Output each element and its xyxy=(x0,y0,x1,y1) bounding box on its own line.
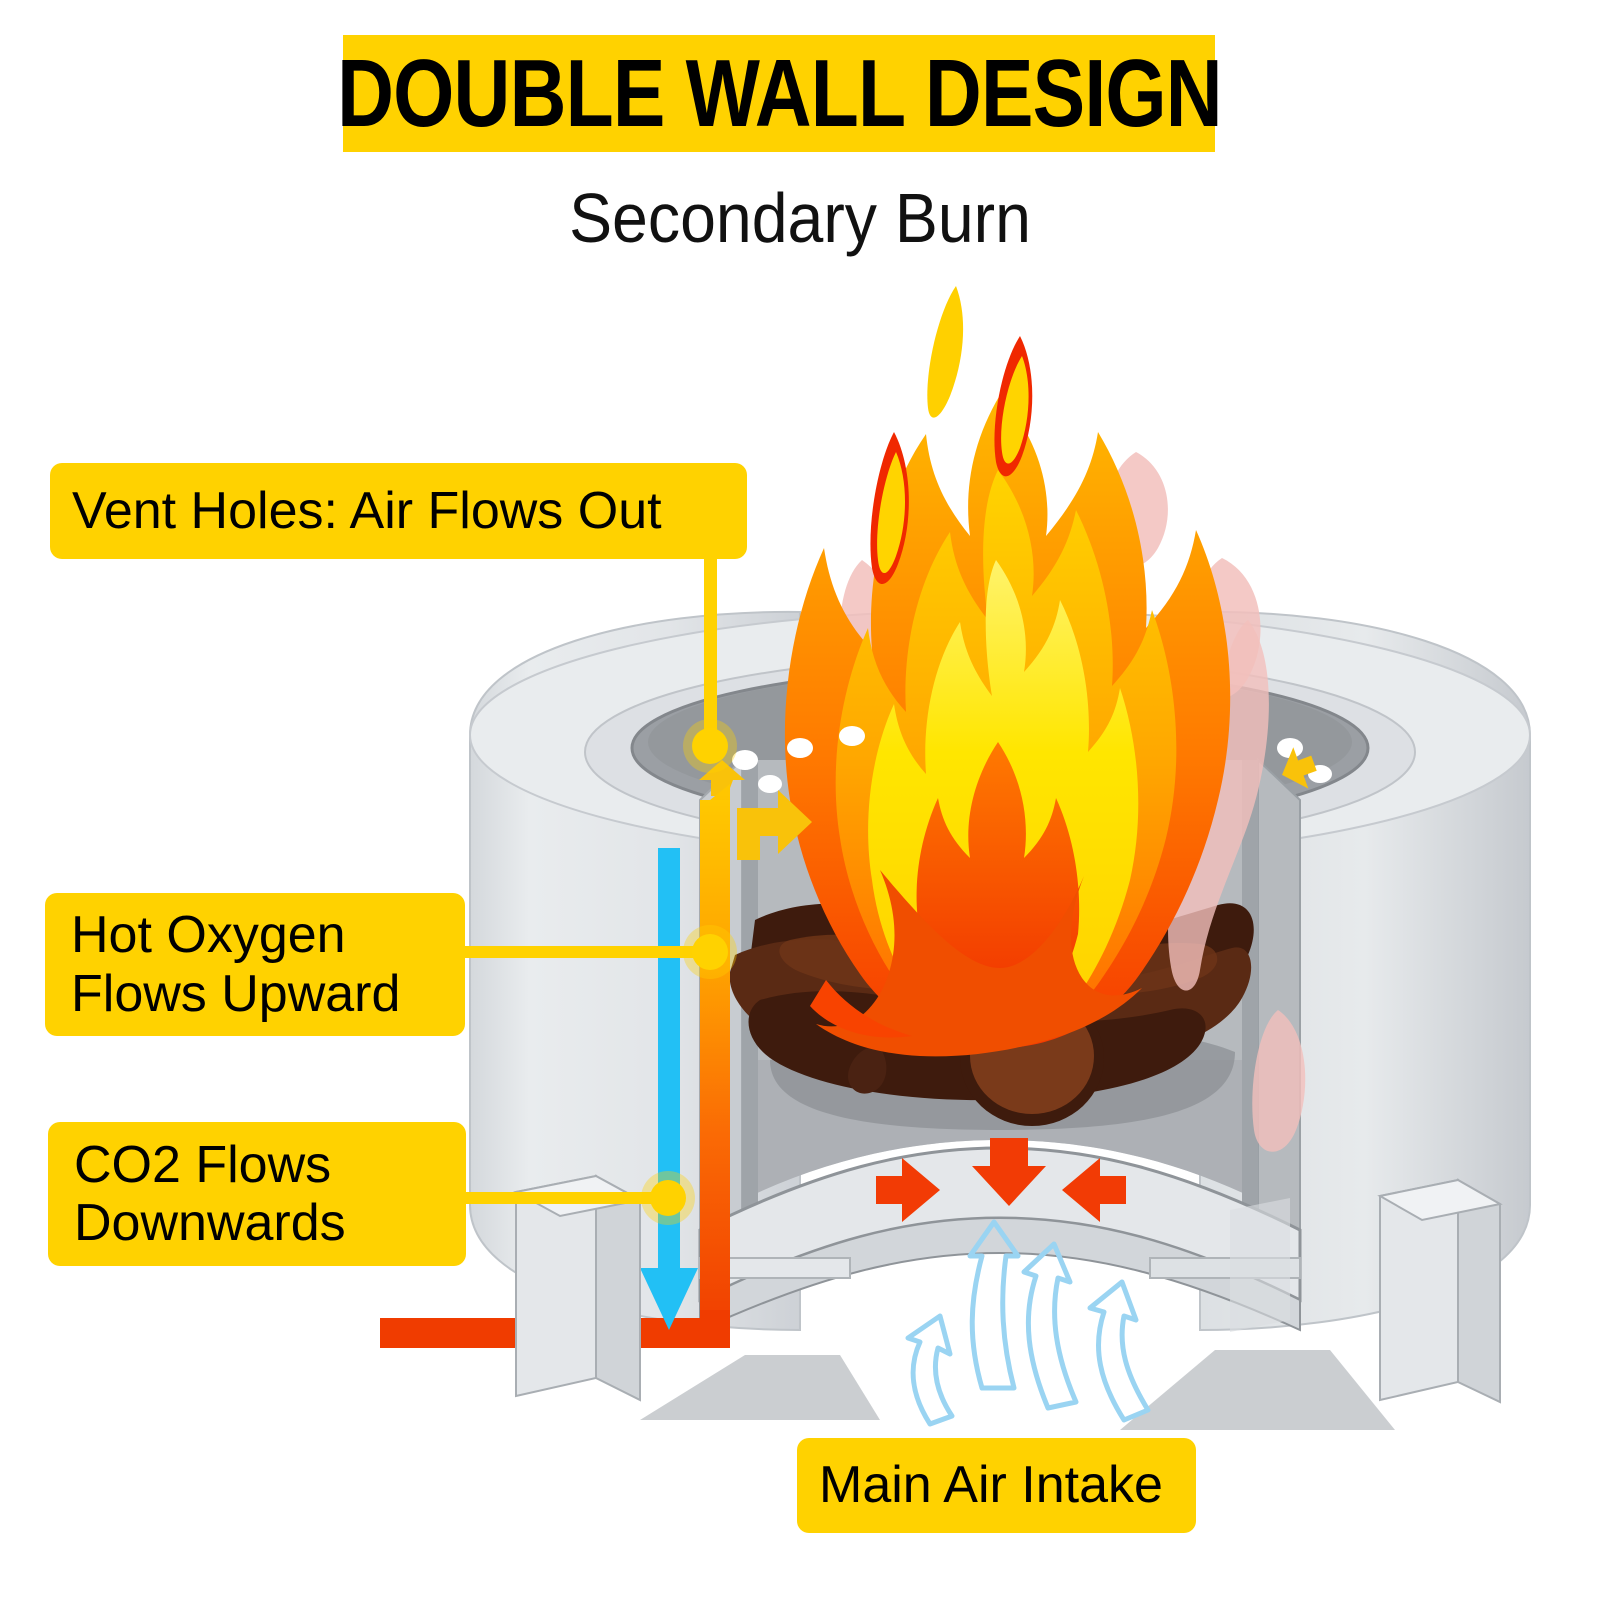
callout-vent-holes-line-1: Vent Holes: Air Flows Out xyxy=(72,481,662,540)
leader-dot-hot-oxygen xyxy=(692,934,728,970)
intake-air-arrows xyxy=(905,1219,1151,1427)
hot-gas-flow-path xyxy=(380,784,730,1348)
leader-dot-vent-holes xyxy=(692,728,728,764)
leader-line-co2 xyxy=(455,1192,673,1204)
vent-flow-arrows xyxy=(699,747,1317,860)
callout-co2-flow-line-1: CO2 Flows xyxy=(74,1135,332,1194)
leader-dot-co2 xyxy=(650,1180,686,1216)
leader-line-vent-holes xyxy=(704,552,717,747)
callout-hot-oxygen-line-2: Flows Upward xyxy=(71,964,401,1023)
pedestal-legs xyxy=(513,1174,1503,1404)
flame xyxy=(784,286,1231,1057)
callout-vent-holes: Vent Holes: Air Flows Out xyxy=(50,463,747,559)
base-air-arrows xyxy=(876,1138,1126,1222)
callout-co2-flow-line-2: Downwards xyxy=(74,1194,346,1252)
callout-co2-flow: CO2 Flows Downwards xyxy=(48,1122,466,1266)
callout-hot-oxygen-line-1: Hot Oxygen xyxy=(71,906,346,965)
page-subtitle: Secondary Burn xyxy=(569,179,1031,257)
leader-line-hot-oxygen xyxy=(455,946,713,958)
page-title: DOUBLE WALL DESIGN xyxy=(336,39,1223,147)
title-banner: DOUBLE WALL DESIGN xyxy=(337,35,1222,152)
ground-shadows xyxy=(640,1350,1395,1430)
callout-main-air-intake: Main Air Intake xyxy=(797,1438,1196,1533)
callout-hot-oxygen: Hot Oxygen Flows Upward xyxy=(45,893,465,1036)
callout-main-air-intake-line-1: Main Air Intake xyxy=(819,1456,1163,1515)
